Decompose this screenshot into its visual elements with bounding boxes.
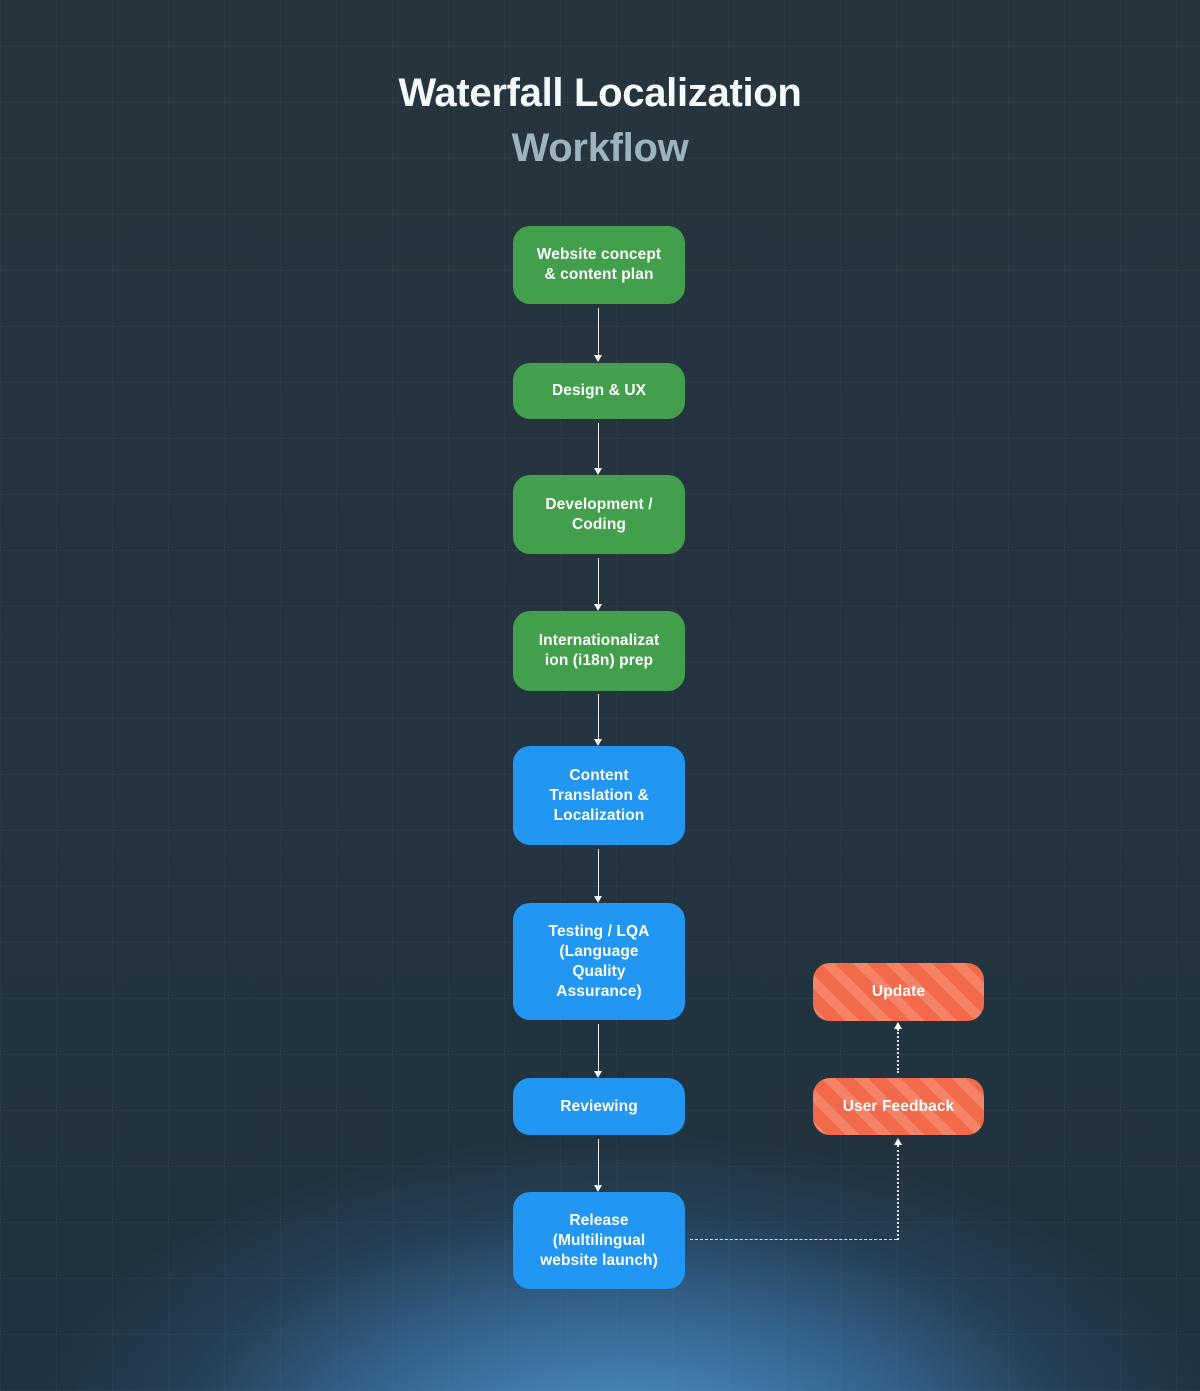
arrow-down-icon [594, 308, 602, 362]
arrow-down-icon [594, 558, 602, 611]
arrow-down-icon [594, 694, 602, 746]
flow-node-update[interactable]: Update [813, 963, 984, 1021]
flow-node-user-feedback[interactable]: User Feedback [813, 1078, 984, 1135]
release-feedback-connector [690, 1239, 897, 1240]
arrow-down-icon [594, 1024, 602, 1078]
dotted-arrow-up-icon [894, 1138, 902, 1240]
arrow-down-icon [594, 1139, 602, 1192]
flow-node-reviewing[interactable]: Reviewing [513, 1078, 685, 1135]
title-line-2: Workflow [511, 126, 689, 170]
dotted-arrow-up-icon [894, 1022, 902, 1073]
flow-node-website-concept[interactable]: Website concept& content plan [513, 226, 685, 304]
arrow-down-icon [594, 849, 602, 903]
flow-node-development-coding[interactable]: Development /Coding [513, 475, 685, 554]
title-line-1: Waterfall Localization [398, 71, 802, 115]
flow-node-design-ux[interactable]: Design & UX [513, 363, 685, 419]
arrow-down-icon [594, 423, 602, 475]
diagram-title: Waterfall Localization Workflow [0, 66, 1200, 176]
